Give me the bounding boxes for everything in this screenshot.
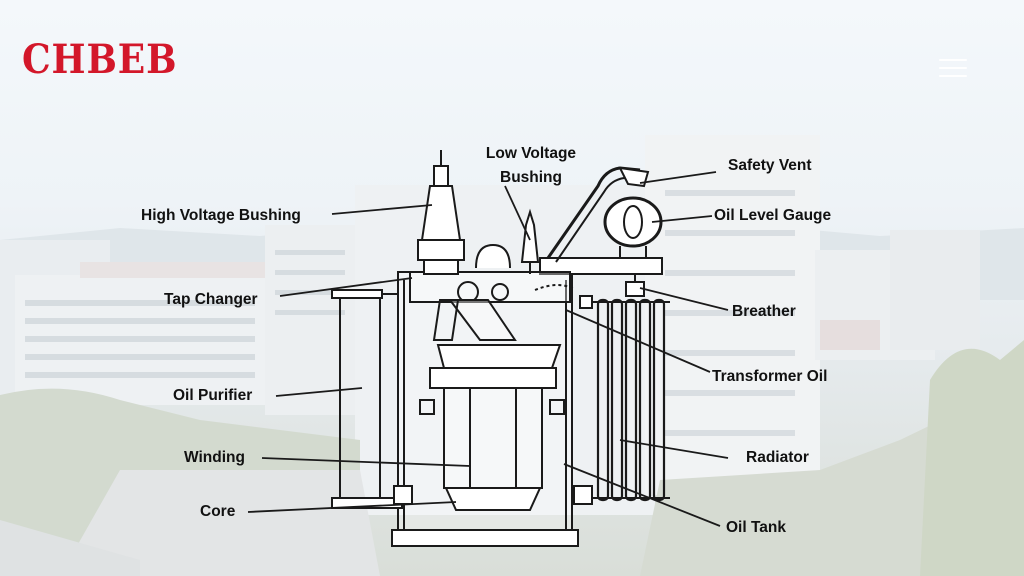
label-safety-vent: Safety Vent <box>728 157 812 174</box>
low-voltage-bushing-shape <box>520 208 540 274</box>
label-high-voltage-bushing: High Voltage Bushing <box>141 207 301 224</box>
label-oil-level-gauge: Oil Level Gauge <box>714 207 832 224</box>
label-oil-purifier: Oil Purifier <box>173 387 253 404</box>
label-low-voltage-bushing: Low Voltage Bushing <box>470 144 592 188</box>
conservator-top <box>409 257 663 303</box>
breather-shape <box>625 274 645 297</box>
label-breather: Breather <box>732 303 796 320</box>
radiator-shape <box>573 295 670 505</box>
label-low-voltage-bushing-line1: Low Voltage <box>485 145 577 162</box>
label-low-voltage-bushing-line2: Bushing <box>500 169 562 186</box>
hamburger-menu-icon[interactable] <box>935 55 971 81</box>
safety-vent-shape <box>546 166 650 263</box>
tap-changer-shape <box>432 281 517 341</box>
core-winding-shape <box>419 344 565 511</box>
oil-level-gauge-shape <box>603 196 663 258</box>
brand-logo[interactable]: CHBEB <box>22 38 177 82</box>
leader-lines <box>247 171 729 527</box>
label-transformer-oil: Transformer Oil <box>712 368 828 385</box>
high-voltage-bushing-shape <box>417 150 465 275</box>
label-winding: Winding <box>184 449 245 466</box>
label-oil-tank: Oil Tank <box>726 519 787 536</box>
label-radiator: Radiator <box>746 449 809 466</box>
label-tap-changer: Tap Changer <box>164 291 258 308</box>
oil-purifier-shape <box>331 289 413 509</box>
label-core: Core <box>200 503 236 520</box>
brand-logo-text: CHBEB <box>22 36 178 83</box>
